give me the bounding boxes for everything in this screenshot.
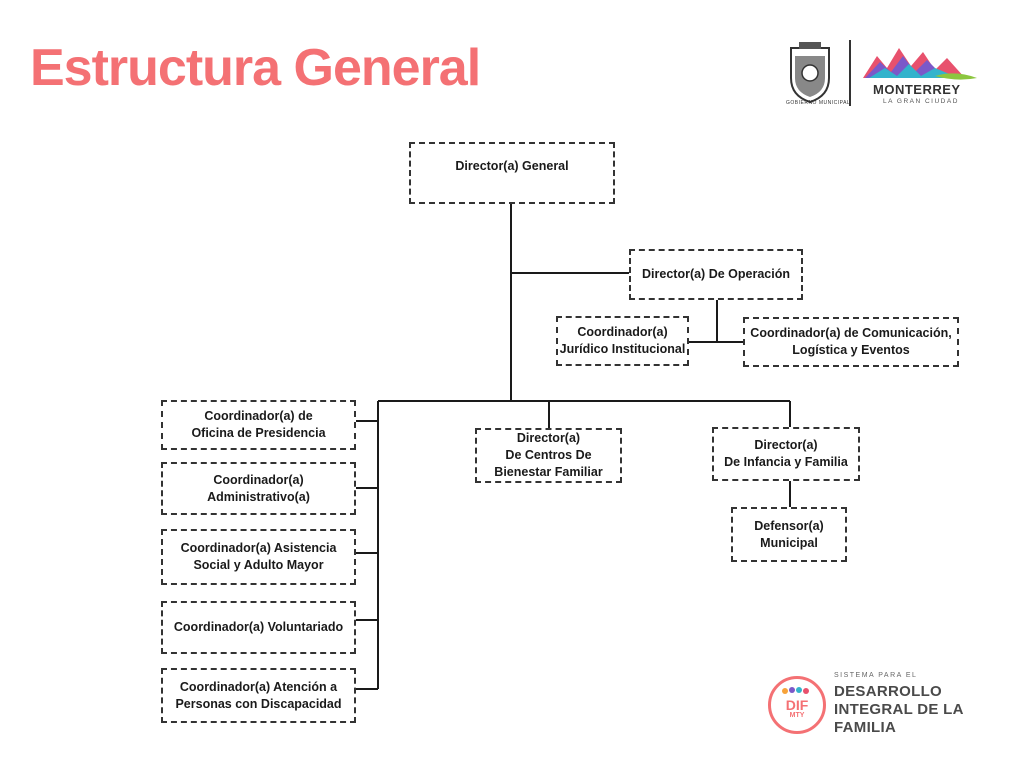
box-coord-discapacidad: Coordinador(a) Atención a Personas con D…	[161, 668, 356, 723]
dif-small-text: SISTEMA PARA EL	[834, 672, 918, 679]
box-coord-voluntariado: Coordinador(a) Voluntariado	[161, 601, 356, 654]
monterrey-logo-graphics	[790, 40, 977, 106]
box-director-operacion-label: Director(a) De Operación	[642, 267, 790, 281]
box-director-general: Director(a) General	[409, 142, 615, 204]
dif-badge-sub: MTY	[789, 711, 805, 719]
crest-caption: GOBIERNO MUNICIPAL	[786, 100, 851, 106]
box-director-general-label: Director(a) General	[455, 159, 569, 173]
box-coord-presidencia-label: Coordinador(a) de Oficina de Presidencia	[191, 409, 326, 440]
monterrey-mountains-icon	[863, 48, 977, 80]
box-director-centros-label: Director(a) De Centros De Bienestar Fami…	[494, 431, 603, 479]
box-defensor-label: Defensor(a) Municipal	[754, 518, 824, 550]
page-title: Estructura General	[30, 39, 481, 97]
dif-badge-icon: DIF MTY	[768, 676, 826, 734]
box-director-infancia: Director(a) De Infancia y Familia	[712, 427, 860, 481]
dif-line-2: INTEGRAL DE LA	[834, 701, 964, 718]
box-coord-comunicacion: Coordinador(a) de Comunicación, Logístic…	[743, 317, 959, 367]
box-coord-asistencia-label: Coordinador(a) Asistencia Social y Adult…	[180, 541, 337, 572]
box-coord-administrativo-label: Coordinador(a) Administrativo(a)	[207, 472, 310, 504]
dif-people-icon	[782, 687, 809, 694]
box-director-operacion: Director(a) De Operación	[629, 249, 803, 300]
city-tagline: LA GRAN CIUDAD	[883, 98, 959, 105]
box-coord-comunicacion-label: Coordinador(a) de Comunicación, Logístic…	[750, 326, 952, 357]
box-coord-administrativo: Coordinador(a) Administrativo(a)	[161, 462, 356, 515]
box-coord-juridico-label: Coordinador(a) Jurídico Institucional	[559, 325, 686, 356]
city-crest-icon	[790, 42, 830, 104]
box-coord-asistencia: Coordinador(a) Asistencia Social y Adult…	[161, 529, 356, 585]
box-director-centros: Director(a) De Centros De Bienestar Fami…	[475, 428, 622, 483]
box-coord-voluntariado-label: Coordinador(a) Voluntariado	[173, 620, 344, 634]
box-coord-presidencia: Coordinador(a) de Oficina de Presidencia	[161, 400, 356, 450]
dif-line-3: FAMILIA	[834, 719, 897, 736]
dif-line-1: DESARROLLO	[834, 683, 942, 700]
box-director-infancia-label: Director(a) De Infancia y Familia	[724, 438, 848, 469]
dif-badge-word: DIF	[785, 696, 809, 713]
logo-divider	[849, 40, 851, 106]
city-name: MONTERREY	[873, 82, 961, 97]
box-coord-juridico: Coordinador(a) Jurídico Institucional	[556, 316, 689, 366]
header-logos	[785, 38, 985, 110]
box-defensor: Defensor(a) Municipal	[731, 507, 847, 562]
box-coord-discapacidad-label: Coordinador(a) Atención a Personas con D…	[175, 679, 342, 711]
dif-logo: DIF MTY SISTEMA PARA EL DESARROLLO INTEG…	[768, 670, 998, 750]
